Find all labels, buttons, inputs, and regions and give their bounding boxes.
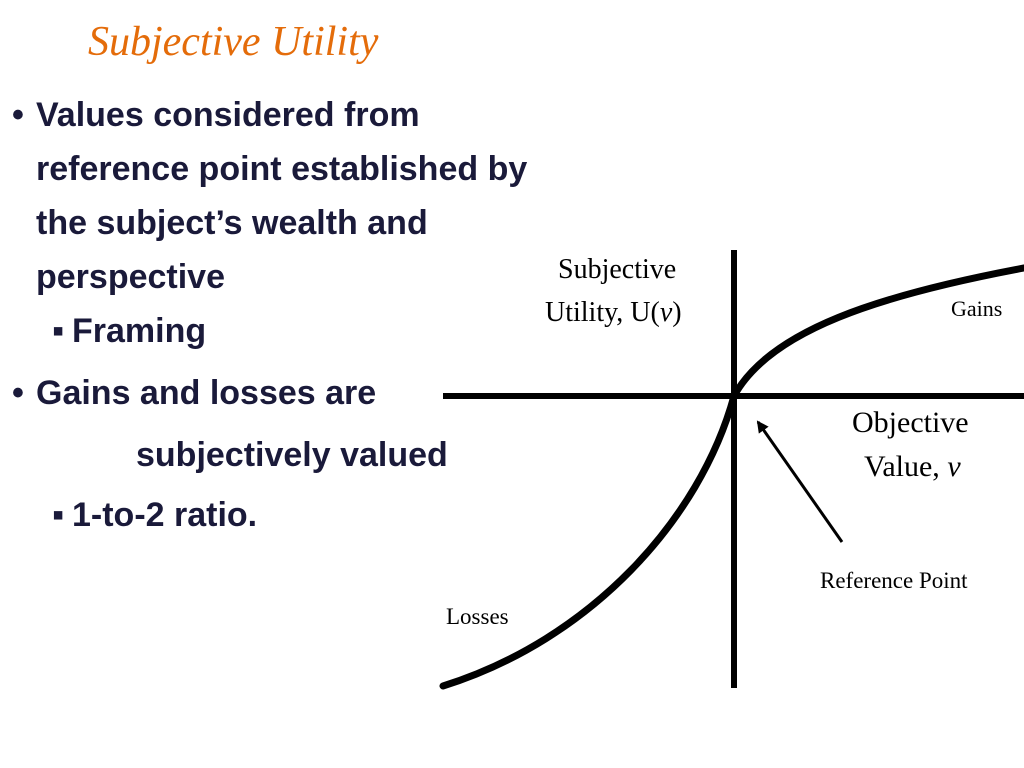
x-axis-label-line2: Value, v	[864, 450, 961, 483]
bullet-item: • Values considered from reference point…	[12, 88, 572, 304]
bullet-glyph: •	[12, 96, 24, 134]
sub-bullet-glyph: ▪	[52, 496, 65, 534]
x-axis-label-line1: Objective	[852, 406, 969, 439]
bullet-text: Values considered from reference point e…	[36, 96, 528, 296]
sub-bullet-glyph: ▪	[52, 312, 65, 350]
sub-bullet-item: ▪ 1-to-2 ratio.	[12, 488, 572, 542]
slide-title: Subjective Utility	[88, 19, 379, 65]
gains-curve	[730, 264, 1024, 400]
bullet-text-continued: subjectively valued	[136, 436, 448, 474]
sub-bullet-text: 1-to-2 ratio.	[72, 496, 258, 534]
y-axis-label-line2: Utility, U(v)	[545, 297, 682, 328]
losses-curve	[439, 392, 738, 690]
bullet-list: • Values considered from reference point…	[12, 88, 572, 542]
sub-bullet-item: ▪ Framing	[12, 304, 572, 358]
reference-point-arrow	[756, 420, 844, 543]
bullet-text: Gains and losses are	[36, 374, 377, 412]
gains-label: Gains	[951, 296, 1003, 321]
losses-label: Losses	[446, 604, 509, 629]
bullet-glyph: •	[12, 374, 24, 412]
reference-point-label: Reference Point	[820, 568, 968, 593]
sub-bullet-text: Framing	[72, 312, 207, 350]
y-axis-label-line1: Subjective	[558, 254, 677, 285]
bullet-item: • Gains and losses are subjectively valu…	[12, 366, 572, 482]
